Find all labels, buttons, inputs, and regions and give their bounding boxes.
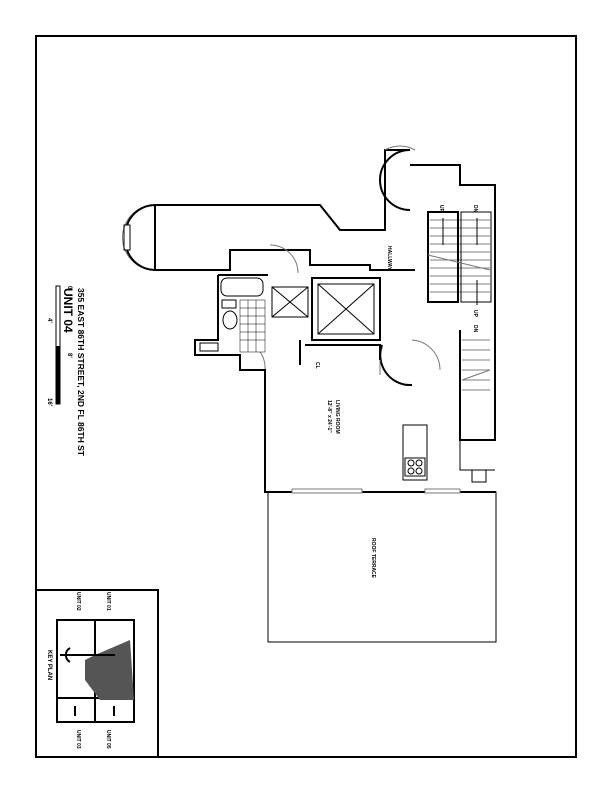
- elevator: [271, 277, 381, 341]
- sheet-border: [35, 35, 577, 758]
- scale-label: 8': [66, 353, 72, 358]
- unit-title: UNIT 04: [61, 288, 75, 333]
- key-unit-label: UNIT 02: [75, 592, 81, 611]
- key-plan-title: KEY PLAN: [46, 650, 52, 680]
- living-room-dims: 12'-8" x 24'-1": [326, 400, 332, 433]
- scale-bar: 0 4' 8' 16': [46, 285, 72, 407]
- windows: [291, 360, 461, 494]
- key-unit-label: UNIT 05: [105, 730, 111, 749]
- bathroom: [199, 277, 266, 353]
- key-unit-label: UNIT 01: [105, 592, 111, 611]
- living-room-label: LIVING ROOM: [334, 400, 340, 434]
- stair-down-label: DN: [472, 325, 478, 333]
- closet-label: CL: [314, 362, 320, 369]
- key-unit-label: UNIT 03: [75, 730, 81, 749]
- scale-label: 4': [46, 318, 52, 323]
- scale-label: 16': [46, 398, 52, 407]
- scale-label: 0: [66, 286, 72, 290]
- stair-core: UP DN UP DN: [410, 164, 496, 441]
- stair-up-label: UP: [472, 310, 478, 318]
- title-block: UNIT 04 355 EAST 86TH STREET, 2ND FL 86T…: [46, 285, 86, 457]
- stove: [404, 457, 426, 477]
- hallway-label: HALLWAY: [386, 246, 392, 271]
- tile-floor: [239, 299, 266, 353]
- fridge: [471, 469, 487, 483]
- key-plan: KEY PLAN UNIT 01 UNIT 02 UNIT 03 UNIT 05: [35, 589, 159, 758]
- toilet: [222, 310, 238, 330]
- address-label: 355 EAST 86TH STREET, 2ND FL 86TH ST: [76, 288, 86, 457]
- stair-down-label: DN: [472, 205, 478, 213]
- roof-terrace-label: ROOF TERRACE: [370, 538, 376, 579]
- kitchen: [402, 424, 487, 483]
- bathtub: [220, 277, 264, 297]
- roof-terrace: [267, 491, 497, 643]
- stair-up-label: UP: [438, 205, 444, 213]
- sink: [221, 299, 237, 309]
